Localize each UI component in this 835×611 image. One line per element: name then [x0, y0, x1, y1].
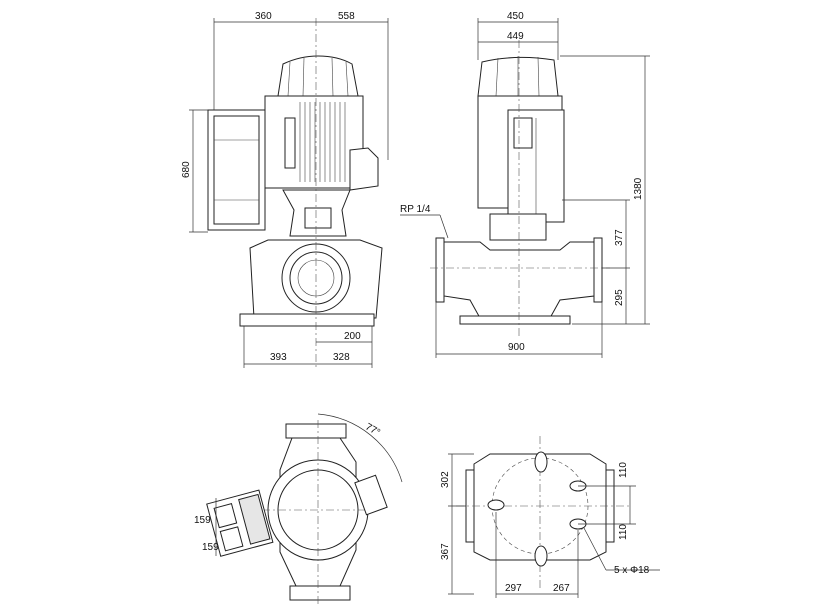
dim-302-label: 302	[440, 471, 451, 488]
front-view: 360 558 680 393 328 200	[181, 11, 389, 370]
dim-110-top-label: 110	[618, 462, 629, 478]
dim-328-label: 328	[333, 352, 350, 363]
top-control-box	[206, 489, 274, 557]
dim-900-label: 900	[508, 342, 525, 353]
holes-callout-label: 5 x Φ18	[614, 565, 650, 576]
base-hole-left	[487, 499, 505, 511]
top-terminal-box	[354, 474, 388, 516]
terminal-box	[349, 147, 379, 191]
dim-450-label: 450	[507, 11, 524, 22]
side-right-flange	[593, 237, 603, 303]
side-display	[513, 117, 533, 149]
vent-label: RP 1/4	[400, 204, 431, 215]
dim-295-label: 295	[614, 289, 625, 306]
dim-367-label: 367	[440, 543, 451, 560]
top-outlet-flange	[289, 585, 351, 601]
motor-body	[264, 95, 364, 189]
motor-cooling-fins	[299, 102, 346, 182]
dim-558-label: 558	[338, 11, 355, 22]
top-inlet-flange	[285, 423, 347, 439]
dim-360-label: 360	[255, 11, 272, 22]
control-box-inner	[213, 115, 260, 225]
coupling-guard	[304, 207, 332, 229]
base-view: 302 367 110 110 297 267 5 x Φ18	[440, 436, 660, 598]
dim-377-label: 377	[614, 229, 625, 246]
dim-159-bottom-label: 159	[202, 542, 219, 553]
motor-fan-cap	[277, 55, 359, 97]
dim-110-bottom-label: 110	[618, 524, 629, 540]
top-view: 77° 159 159	[194, 413, 403, 604]
dim-267-label: 267	[553, 583, 570, 594]
dim-159-top-label: 159	[194, 515, 211, 526]
side-base-plate	[459, 315, 571, 325]
angle-arc	[317, 413, 403, 483]
front-base-plate	[239, 313, 375, 327]
dim-393-label: 393	[270, 352, 287, 363]
side-view: 450 449 RP 1/4 1380 377 295 900	[400, 11, 650, 358]
side-left-flange	[435, 237, 445, 303]
dim-1380-label: 1380	[633, 177, 644, 200]
dim-449-label: 449	[507, 31, 524, 42]
base-hole-top	[534, 451, 548, 473]
dim-297-label: 297	[505, 583, 522, 594]
dim-680-label: 680	[181, 161, 192, 178]
terminal-strip	[284, 117, 296, 169]
base-hole-bottom	[534, 545, 548, 567]
side-motor-stool	[489, 213, 547, 241]
dim-200-label: 200	[344, 331, 361, 342]
angle-77-label: 77°	[363, 422, 382, 439]
